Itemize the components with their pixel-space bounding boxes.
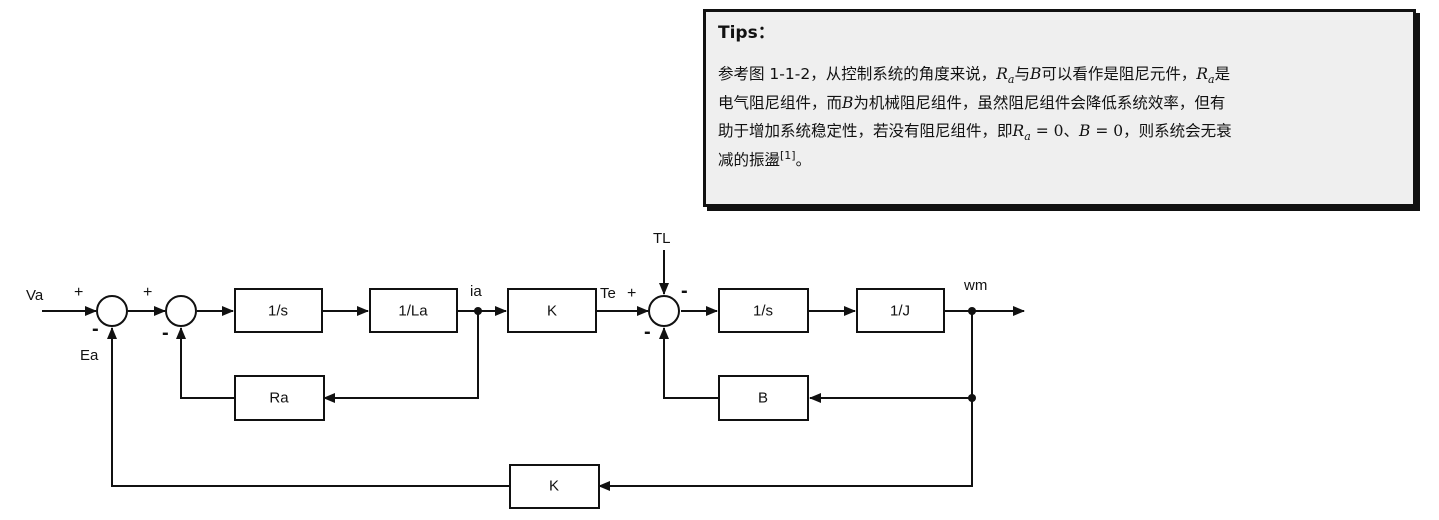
math-b: B <box>1029 65 1042 83</box>
math-b-eq-zero: B = 0 <box>1078 122 1124 140</box>
svg-text:Ra: Ra <box>269 390 289 407</box>
sign-minus-sum3-bottom: - <box>644 321 651 343</box>
svg-text:1/J: 1/J <box>890 303 910 320</box>
math-ra-eq-zero: Ra = 0 <box>1012 122 1064 144</box>
svg-text:1/La: 1/La <box>398 303 428 320</box>
wire-wm-to-backemf <box>598 398 973 491</box>
block-integrator-2: 1/s <box>718 288 809 333</box>
svg-text:1/s: 1/s <box>753 303 773 320</box>
tips-line-2: 电气阻尼组件，而B为机械阻尼组件，虽然阻尼组件会降低系统效率，但有 <box>718 93 1226 112</box>
tips-body: 参考图 1-1-2，从控制系统的角度来说，Ra与B可以看作是阻尼元件，Ra是 电… <box>718 60 1401 174</box>
label-te: Te <box>600 285 616 302</box>
tips-line-3: 助于增加系统稳定性，若没有阻尼组件，即Ra = 0、B = 0，则系统会无衰 <box>718 122 1232 144</box>
tips-title: Tips： <box>718 23 775 43</box>
tips-line-4: 减的振盪[1]。 <box>718 148 812 169</box>
svg-text:1/s: 1/s <box>268 303 288 320</box>
wire-b-to-sum3 <box>659 327 719 399</box>
block-back-emf: K <box>509 464 600 509</box>
summing-junction-resistance <box>165 295 197 327</box>
label-wm: wm <box>963 277 987 294</box>
svg-text:K: K <box>549 478 559 495</box>
block-resistance: Ra <box>234 375 325 421</box>
summing-junction-voltage <box>96 295 128 327</box>
math-ra: Ra <box>996 65 1015 87</box>
sign-minus-sum2: - <box>162 322 169 344</box>
sign-plus-sum3: + <box>627 285 636 302</box>
wire-ia-to-ra <box>323 311 479 403</box>
summing-junction-torque <box>648 295 680 327</box>
branch-point-wm-lower <box>968 394 976 402</box>
wire-ra-to-sum2 <box>176 327 235 399</box>
block-torque-constant: K <box>507 288 597 333</box>
sign-minus-sum1: - <box>92 318 99 340</box>
label-ia: ia <box>470 283 482 300</box>
label-va: Va <box>26 287 44 304</box>
branch-point-wm <box>968 307 976 315</box>
math-ra: Ra <box>1196 65 1215 87</box>
block-inductance: 1/La <box>369 288 458 333</box>
tips-line-1: 参考图 1-1-2，从控制系统的角度来说，Ra与B可以看作是阻尼元件，Ra是 <box>718 65 1231 87</box>
wire-backemf-to-sum1 <box>107 327 510 487</box>
reference-mark: [1] <box>780 148 796 162</box>
svg-text:B: B <box>758 390 768 407</box>
math-b: B <box>842 93 854 112</box>
block-inertia: 1/J <box>856 288 945 333</box>
sign-minus-sum3-top: - <box>681 280 688 302</box>
sign-plus-sum1: + <box>74 284 83 301</box>
block-integrator-1: 1/s <box>234 288 323 333</box>
sign-plus-sum2: + <box>143 284 152 301</box>
tips-box: Tips： 参考图 1-1-2，从控制系统的角度来说，Ra与B可以看作是阻尼元件… <box>703 9 1416 207</box>
block-friction: B <box>718 375 809 421</box>
label-ea: Ea <box>80 347 99 364</box>
label-tl: TL <box>653 230 671 247</box>
branch-point-ia <box>474 307 482 315</box>
svg-text:K: K <box>547 303 557 320</box>
